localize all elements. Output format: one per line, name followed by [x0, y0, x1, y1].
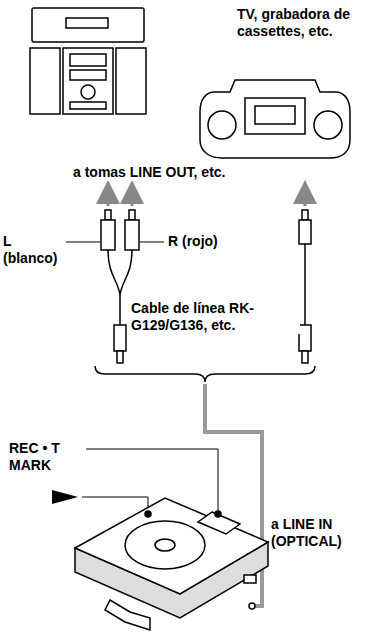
plug-label: L (blanco) — [2, 233, 66, 267]
plug-label: R (rojo) — [167, 233, 231, 250]
button-label: REC • T MARK — [8, 440, 86, 474]
bracket — [95, 366, 315, 382]
mini-cable — [299, 210, 311, 363]
md-recorder — [75, 498, 268, 630]
line-cable — [101, 210, 139, 363]
boombox — [200, 80, 350, 158]
stereo-system — [30, 8, 146, 114]
device-label: TV, grabadora de cassettes, etc. — [236, 6, 364, 40]
direction-arrows — [108, 192, 305, 206]
jack-label: a LINE IN (OPTICAL) — [270, 516, 364, 550]
play-symbol — [52, 490, 78, 504]
cable-label: Cable de línea RK-G129/G136, etc. — [130, 300, 300, 334]
connection-note: a tomas LINE OUT, etc. — [72, 164, 274, 181]
